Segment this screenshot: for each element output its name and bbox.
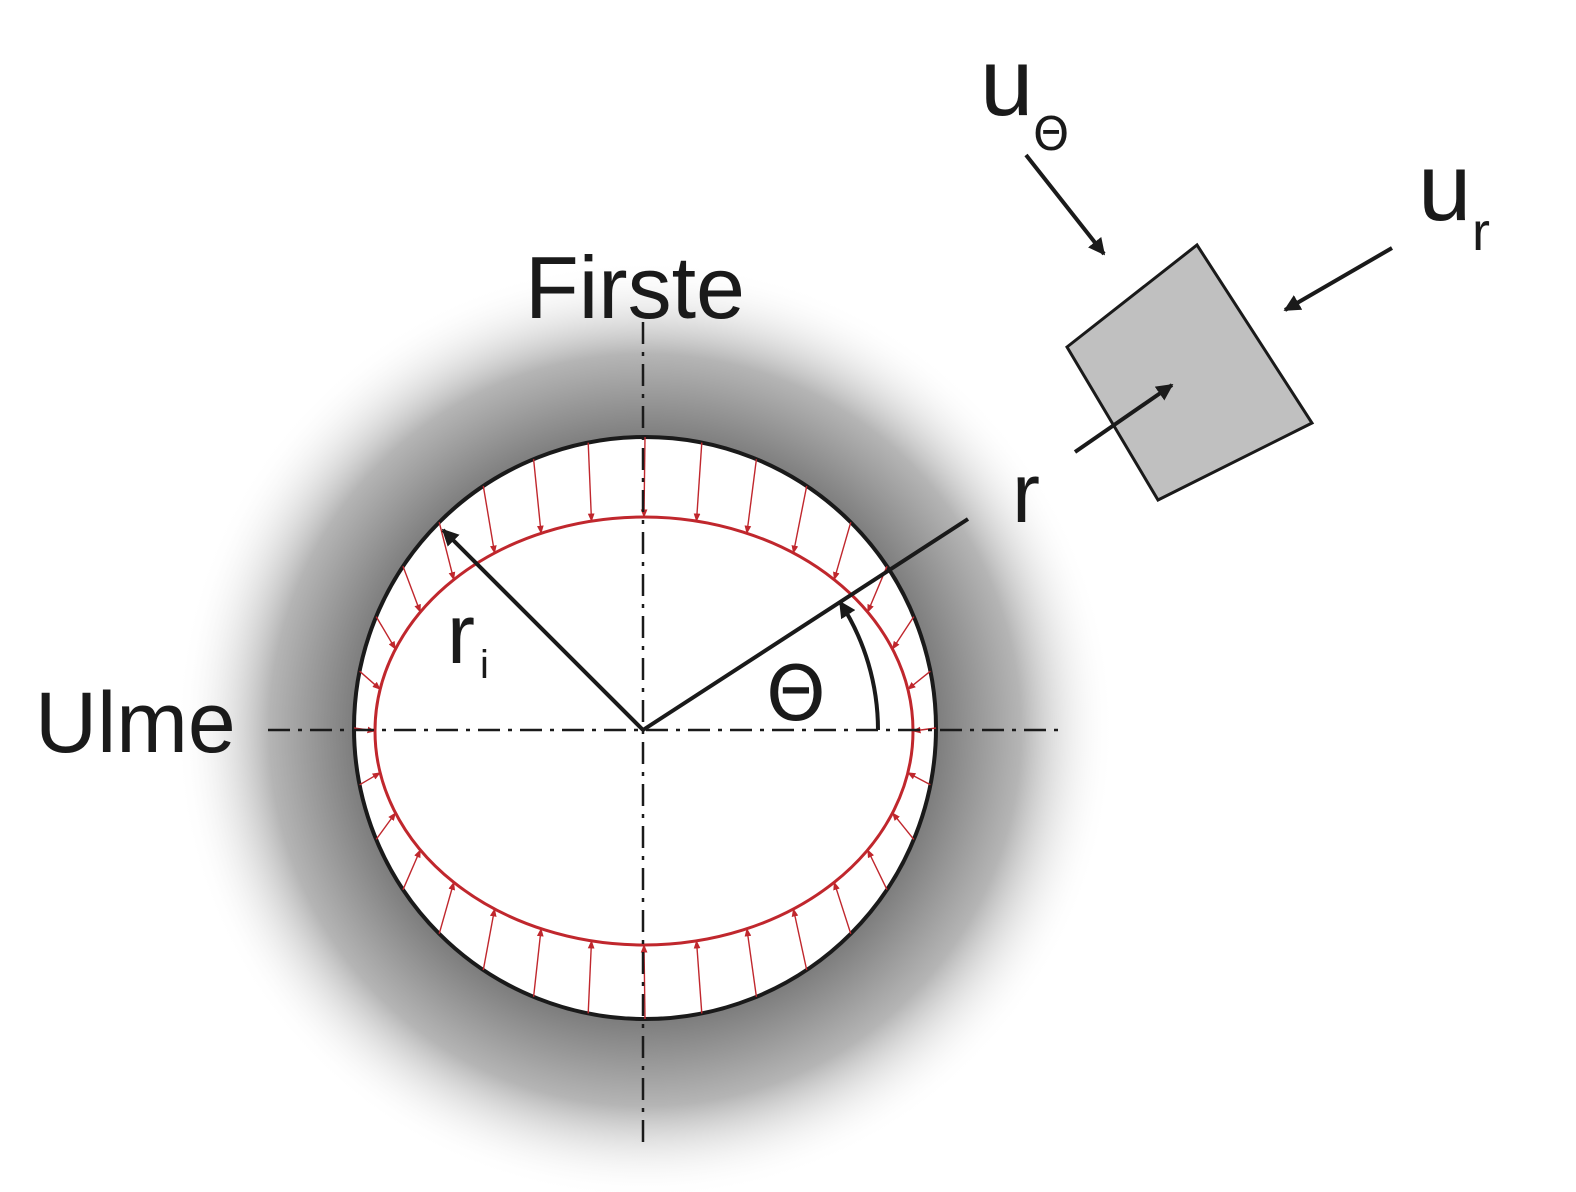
angle-arc (838, 600, 880, 731)
displacement-arrow (867, 849, 888, 891)
displacement-arrow (482, 485, 497, 554)
displacement-arrow (907, 772, 931, 786)
tangential-displacement-label: u (980, 29, 1033, 136)
displacement-arrow (693, 940, 703, 1014)
displacement-arrow (482, 908, 497, 971)
displacement-arrow (744, 459, 758, 535)
inner-radius-arrow (441, 528, 645, 732)
displacement-arrow (438, 881, 455, 934)
displacement-arrow (587, 940, 595, 1014)
displacement-arrow (833, 881, 852, 935)
radius-line (641, 517, 970, 732)
displacement-arrow (375, 616, 397, 650)
inner-radius-subscript: i (480, 643, 489, 687)
displacement-arrow (532, 459, 544, 535)
tangential-displacement-subscript: Θ (1033, 107, 1069, 161)
sidewall-label: Ulme (35, 675, 236, 771)
displacement-arrow (693, 442, 703, 522)
displacement-arrow (587, 442, 595, 522)
displacement-arrow (402, 849, 421, 890)
displacement-arrow (402, 566, 421, 613)
displacement-arrow (744, 927, 758, 997)
displacement-arrow (891, 812, 915, 840)
soil-element (1065, 242, 1315, 502)
displacement-arrow (359, 772, 381, 786)
displacement-arrow (791, 485, 808, 554)
inner-radius-label: r (447, 587, 475, 681)
radial-displacement-subscript: r (1472, 202, 1490, 262)
displacement-arrow (375, 812, 397, 840)
displacement-arrow (359, 670, 381, 690)
displacement-arrow (907, 670, 931, 690)
displacement-arrow (891, 616, 915, 650)
radial-displacement-label: u (1418, 134, 1471, 241)
radius-label: r (1012, 446, 1040, 540)
displacement-arrow (833, 522, 852, 581)
crown-label: Firste (525, 238, 745, 337)
tangential-displacement-arrow (1024, 153, 1106, 256)
displacement-arrow (791, 908, 808, 971)
radial-displacement-arrow (1283, 246, 1394, 312)
displacement-arrow (438, 522, 456, 581)
angle-label: Θ (766, 649, 826, 738)
displacement-arrow (532, 927, 544, 997)
radius-direction-arrow (1073, 383, 1174, 454)
